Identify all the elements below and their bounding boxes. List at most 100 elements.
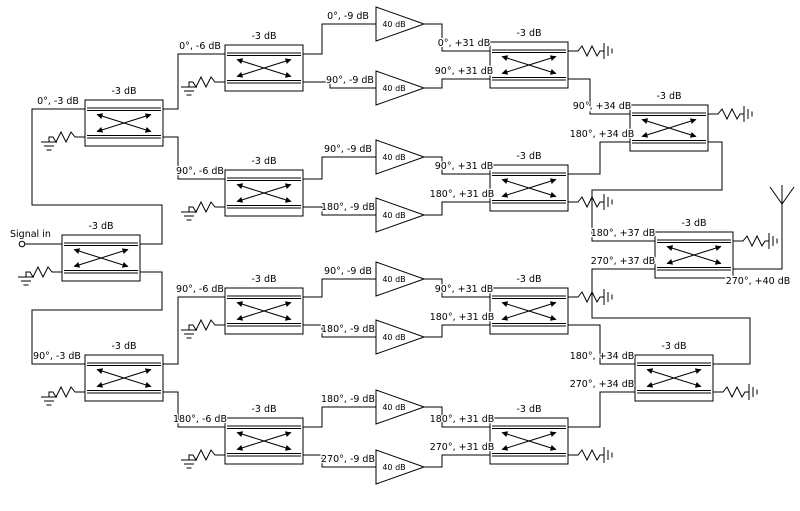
wire-branch3-to-amp6 — [303, 324, 376, 338]
coupler-label: -3 dB — [681, 218, 706, 229]
coupler-label: -3 dB — [656, 91, 681, 102]
wire-label: 90°, -3 dB — [33, 351, 81, 362]
termination-combiner-upper — [707, 105, 753, 123]
termination-splitter-branch-3 — [180, 319, 226, 339]
wire-amp3-to-combiner2 — [424, 156, 490, 175]
wire-lower-to-output-combiner — [591, 268, 751, 365]
wire-label: 90°, -9 dB — [324, 144, 372, 155]
wire-label: 90°, +31 dB — [435, 66, 494, 77]
wires — [25, 23, 783, 468]
wire-amp5-to-combiner3 — [424, 278, 490, 298]
coupler-splitter-branch-1 — [225, 45, 303, 91]
wire-amp4-to-combiner2 — [424, 201, 490, 216]
amp-gain-label: 40 dB — [382, 211, 405, 220]
wire-label: 270°, +40 dB — [726, 276, 791, 287]
wire-label: 180°, +34 dB — [570, 129, 635, 140]
wire-label: 180°, +31 dB — [430, 189, 495, 200]
wire-label: 90°, -6 dB — [176, 166, 224, 177]
wire-label: 90°, +31 dB — [435, 161, 494, 172]
coupler-output-combiner — [655, 232, 733, 278]
wire-branch2-to-amp4 — [303, 206, 376, 216]
amp-gain-label: 40 dB — [382, 403, 405, 412]
wire-branch1-to-amp1 — [303, 23, 376, 55]
signal-input-port — [18, 240, 26, 248]
wire-input-to-splitter-lower — [31, 271, 163, 365]
coupler-label: -3 dB — [111, 86, 136, 97]
wire-label: 180°, -9 dB — [321, 324, 375, 335]
coupler-splitter-branch-3 — [225, 288, 303, 334]
wire-label: 180°, +31 dB — [430, 414, 495, 425]
amp-gain-label: 40 dB — [382, 84, 405, 93]
wire-label: 180°, +37 dB — [591, 228, 656, 239]
termination-output-combiner — [732, 232, 778, 250]
wire-combiner1-to-upper — [568, 78, 630, 115]
amp-gain-label: 40 dB — [382, 333, 405, 342]
coupler-label: -3 dB — [516, 404, 541, 415]
termination-splitter-lower — [40, 386, 86, 406]
wire-branch4-to-amp7 — [303, 406, 376, 428]
coupler-combiner-branch-4 — [490, 418, 568, 464]
coupler-label: -3 dB — [251, 404, 276, 415]
wire-splitter-upper-to-branch-1 — [163, 53, 225, 110]
coupler-label: -3 dB — [516, 28, 541, 39]
wire-labels: 0°, -3 dB 90°, -3 dB 0°, -6 dB 90°, -6 d… — [32, 10, 792, 467]
wire-label: 180°, -6 dB — [173, 414, 227, 425]
termination-input-hybrid — [17, 266, 63, 286]
wire-label: 180°, +34 dB — [570, 351, 635, 362]
wire-amp7-to-combiner4 — [424, 406, 490, 428]
wire-splitter-lower-to-branch-4 — [163, 391, 225, 428]
termination-splitter-branch-1 — [180, 76, 226, 96]
coupler-label: -3 dB — [88, 221, 113, 232]
coupler-labels: -3 dB -3 dB -3 dB -3 dB -3 dB -3 dB -3 d… — [87, 27, 708, 417]
wire-output-to-antenna — [733, 232, 783, 270]
wire-label: 0°, +31 dB — [438, 38, 490, 49]
coupler-label: -3 dB — [251, 274, 276, 285]
coupler-splitter-lower — [85, 355, 163, 401]
wire-combiner4-to-lower — [568, 391, 635, 428]
amplifiers: 40 dB 40 dB 40 dB 40 dB 40 dB 40 dB 40 d… — [375, 6, 425, 485]
wire-label: 0°, -3 dB — [37, 96, 79, 107]
wire-splitter-lower-to-branch-3 — [163, 296, 225, 365]
coupler-input-hybrid — [62, 235, 140, 281]
termination-splitter-branch-4 — [180, 449, 226, 469]
coupler-splitter-branch-2 — [225, 170, 303, 216]
termination-combiner-lower — [712, 383, 758, 401]
amp-gain-label: 40 dB — [382, 463, 405, 472]
antenna-icon — [769, 184, 795, 233]
wire-branch1-to-amp2 — [303, 81, 376, 89]
coupler-combiner-branch-2 — [490, 165, 568, 211]
termination-combiner-branch-4 — [567, 446, 613, 464]
wire-label: 180°, +31 dB — [430, 312, 495, 323]
termination-combiner-branch-3 — [567, 288, 613, 306]
coupler-label: -3 dB — [251, 31, 276, 42]
termination-splitter-upper — [40, 131, 86, 151]
coupler-splitter-branch-4 — [225, 418, 303, 464]
coupler-splitter-upper — [85, 100, 163, 146]
wire-upper-to-output-combiner — [591, 141, 723, 242]
amp-gain-label: 40 dB — [382, 153, 405, 162]
wire-combiner2-to-upper — [568, 141, 630, 175]
wire-label: 270°, -9 dB — [321, 454, 375, 465]
coupler-label: -3 dB — [111, 341, 136, 352]
wire-label: 90°, -9 dB — [324, 266, 372, 277]
wire-branch4-to-amp8 — [303, 454, 376, 468]
wire-label: 90°, +34 dB — [573, 101, 632, 112]
coupler-combiner-upper — [630, 105, 708, 151]
wire-amp2-to-combiner1 — [424, 78, 490, 89]
coupler-label: -3 dB — [516, 274, 541, 285]
wire-label: 0°, -9 dB — [327, 11, 369, 22]
wire-label: 270°, +31 dB — [430, 442, 495, 453]
wire-amp8-to-combiner4 — [424, 454, 490, 468]
wire-splitter-upper-to-branch-2 — [163, 136, 225, 180]
signal-in-label: Signal in — [10, 229, 51, 240]
wire-amp1-to-combiner1 — [424, 23, 490, 52]
wire-label: 90°, -9 dB — [326, 75, 374, 86]
wire-label: 180°, -9 dB — [321, 202, 375, 213]
wire-input-to-splitter-upper — [31, 108, 163, 245]
wire-branch2-to-amp3 — [303, 156, 376, 180]
amp-gain-label: 40 dB — [382, 275, 405, 284]
wire-amp6-to-combiner3 — [424, 324, 490, 338]
coupler-combiner-lower — [635, 355, 713, 401]
